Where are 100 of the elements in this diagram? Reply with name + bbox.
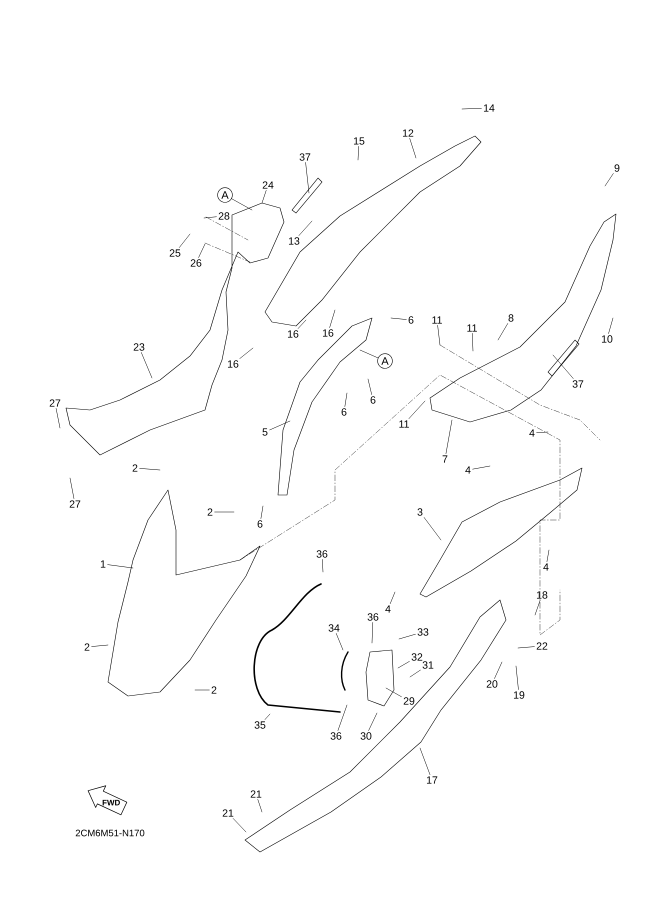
callout-number: 26: [190, 259, 202, 267]
leader-line: [518, 646, 535, 648]
callout-number: 20: [486, 680, 498, 688]
callout-number: 33: [418, 628, 428, 636]
leader-line: [240, 348, 254, 359]
callout-number: 4: [385, 605, 391, 613]
leader-line: [437, 325, 440, 346]
leader-line: [472, 466, 490, 470]
leader-line: [398, 634, 416, 640]
leader-line: [408, 400, 426, 419]
callout-number: 36: [316, 550, 328, 558]
leader-line: [298, 320, 306, 329]
leader-line: [141, 352, 152, 378]
leader-line: [398, 661, 410, 668]
leader-line: [56, 408, 60, 428]
leader-line: [372, 622, 374, 644]
callout-number: 11: [399, 420, 409, 428]
callout-number: 31: [422, 661, 434, 669]
leader-line: [198, 244, 206, 258]
leader-line: [107, 564, 134, 568]
callout-number: 36: [330, 732, 342, 740]
callout-number: 23: [134, 343, 144, 351]
leader-line: [305, 162, 310, 194]
callout-number: 36: [368, 613, 378, 621]
callout-number: 1: [100, 560, 106, 568]
leader-line: [329, 310, 336, 328]
callout-number: 4: [543, 563, 549, 571]
callout-number: 2: [212, 686, 216, 694]
callout-number: 6: [342, 408, 346, 416]
callout-number: 37: [572, 380, 584, 388]
leader-line: [498, 323, 508, 340]
reference-mark: A: [217, 187, 233, 203]
leader-line: [258, 799, 262, 812]
callout-number: 16: [288, 330, 298, 338]
callout-number: 21: [250, 790, 262, 798]
leader-line: [608, 318, 614, 334]
leader-line: [262, 190, 266, 204]
leader-line: [368, 378, 372, 395]
leader-line: [552, 354, 574, 379]
callout-number: 12: [402, 129, 414, 137]
leader-line: [264, 714, 270, 720]
leader-line: [516, 666, 519, 690]
leader-line: [232, 818, 246, 832]
leader-line: [536, 432, 548, 433]
leader-line: [390, 318, 407, 320]
leader-line: [70, 478, 74, 499]
callout-number: 16: [228, 360, 238, 368]
callout-number: 27: [50, 399, 60, 407]
callout-number: 3: [417, 508, 422, 516]
callout-number: 2: [84, 643, 90, 651]
leader-line: [472, 333, 474, 352]
callout-number: 10: [602, 335, 612, 343]
leader-line: [390, 592, 396, 604]
leader-line: [322, 559, 324, 572]
callout-number: 24: [262, 181, 274, 189]
callout-number: 11: [467, 324, 477, 332]
callout-number: 13: [288, 237, 300, 245]
callout-number: 6: [408, 316, 414, 324]
callout-number: 5: [262, 428, 268, 436]
callout-number: 19: [514, 691, 524, 699]
leader-line: [179, 234, 190, 248]
leader-line: [410, 670, 421, 678]
leader-line: [260, 506, 264, 519]
callout-number: 25: [170, 249, 180, 257]
callout-number: 6: [258, 520, 262, 528]
callout-number: 17: [426, 776, 438, 784]
callout-number: 37: [300, 153, 310, 161]
leader-line: [604, 173, 614, 186]
callout-number: 27: [70, 500, 80, 508]
drawing-number: 2CM6M51-N170: [76, 830, 144, 836]
callout-number: 6: [370, 396, 376, 404]
callout-number: 34: [328, 624, 340, 632]
leader-line: [420, 748, 430, 775]
callout-number: 4: [529, 429, 535, 437]
callout-number: 28: [218, 212, 230, 220]
leader-line: [338, 704, 348, 731]
leader-line: [386, 688, 402, 697]
callout-number: 2: [208, 508, 212, 516]
leader-line: [368, 712, 378, 731]
callout-number: 21: [222, 809, 234, 817]
callout-number: 30: [360, 732, 372, 740]
leader-line: [231, 198, 252, 210]
callout-number: 14: [484, 104, 494, 112]
leader-line: [462, 108, 482, 110]
leader-line: [409, 138, 416, 158]
leader-line: [358, 146, 359, 160]
leader-line: [269, 420, 290, 430]
callout-number: 8: [508, 314, 514, 322]
callout-number: 2: [132, 464, 138, 472]
callout-number: 9: [614, 164, 620, 172]
leader-line: [534, 600, 540, 616]
leader-line: [139, 468, 160, 470]
leader-line: [360, 350, 378, 358]
callout-number: 15: [354, 137, 364, 145]
callout-number: 11: [432, 316, 442, 324]
callout-number: 4: [465, 466, 471, 474]
leader-line: [424, 517, 442, 540]
reference-mark: A: [377, 353, 393, 369]
callout-number: 7: [442, 455, 448, 463]
leader-line: [446, 420, 452, 454]
